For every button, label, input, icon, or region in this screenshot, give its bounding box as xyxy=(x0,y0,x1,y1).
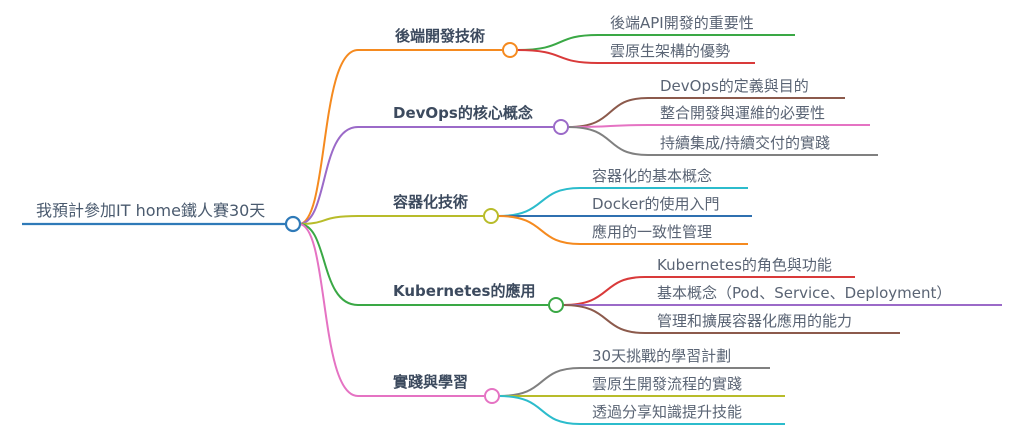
leaf-connector-1-1 xyxy=(567,124,870,128)
root-node-circle xyxy=(284,215,302,233)
branch-node-circle xyxy=(484,388,500,404)
main-topic[interactable]: DevOps的核心概念 xyxy=(393,104,533,122)
leaf-connector-4-0 xyxy=(498,367,770,397)
leaf-topic[interactable]: 後端API開發的重要性 xyxy=(610,14,754,32)
leaf-topic[interactable]: 雲原生架構的優勢 xyxy=(610,42,731,60)
leaf-topic[interactable]: 雲原生開發流程的實踐 xyxy=(592,375,743,393)
leaf-connector-1-2 xyxy=(567,126,878,156)
leaf-topic[interactable]: 整合開發與運維的必要性 xyxy=(660,104,826,122)
branch-connector-1 xyxy=(298,126,553,225)
leaf-topic[interactable]: 持續集成/持續交付的實踐 xyxy=(660,134,831,152)
main-topic[interactable]: 後端開發技術 xyxy=(395,27,486,45)
branch-connector-2 xyxy=(298,215,483,225)
main-topic[interactable]: 實踐與學習 xyxy=(393,373,469,391)
leaf-connector-4-2 xyxy=(498,395,785,425)
leaf-connector-2-0 xyxy=(497,187,748,217)
branch-node-circle xyxy=(502,42,518,58)
leaf-topic[interactable]: 應用的一致性管理 xyxy=(592,223,713,241)
branch-connector-3 xyxy=(298,223,548,306)
leaf-topic[interactable]: 容器化的基本概念 xyxy=(592,167,713,185)
leaf-topic[interactable]: 透過分享知識提升技能 xyxy=(592,403,743,421)
leaf-connector-0-1 xyxy=(516,49,755,64)
leaf-connector-0-0 xyxy=(516,34,795,51)
branch-connector-4 xyxy=(298,223,484,397)
branch-node-circle xyxy=(553,119,569,135)
leaf-connector-2-2 xyxy=(497,215,748,245)
branch-node-circle xyxy=(548,297,564,313)
leaf-topic[interactable]: 基本概念（Pod、Service、Deployment） xyxy=(657,284,952,302)
leaf-topic[interactable]: 管理和擴展容器化應用的能力 xyxy=(657,312,853,330)
main-topic[interactable]: Kubernetes的應用 xyxy=(393,282,536,300)
root-topic[interactable]: 我預計參加IT home鐵人賽30天 xyxy=(36,201,266,220)
leaf-topic[interactable]: 30天挑戰的學習計劃 xyxy=(592,347,732,365)
leaf-connector-1-0 xyxy=(567,97,845,128)
leaf-connector-3-0 xyxy=(562,276,855,306)
leaf-topic[interactable]: Kubernetes的角色與功能 xyxy=(657,256,832,274)
leaf-topic[interactable]: DevOps的定義與目的 xyxy=(660,77,809,95)
main-topic[interactable]: 容器化技術 xyxy=(393,193,469,211)
branch-connector-0 xyxy=(298,49,502,225)
leaf-connector-3-2 xyxy=(562,304,900,334)
branch-node-circle xyxy=(483,208,499,224)
leaf-topic[interactable]: Docker的使用入門 xyxy=(592,195,720,213)
